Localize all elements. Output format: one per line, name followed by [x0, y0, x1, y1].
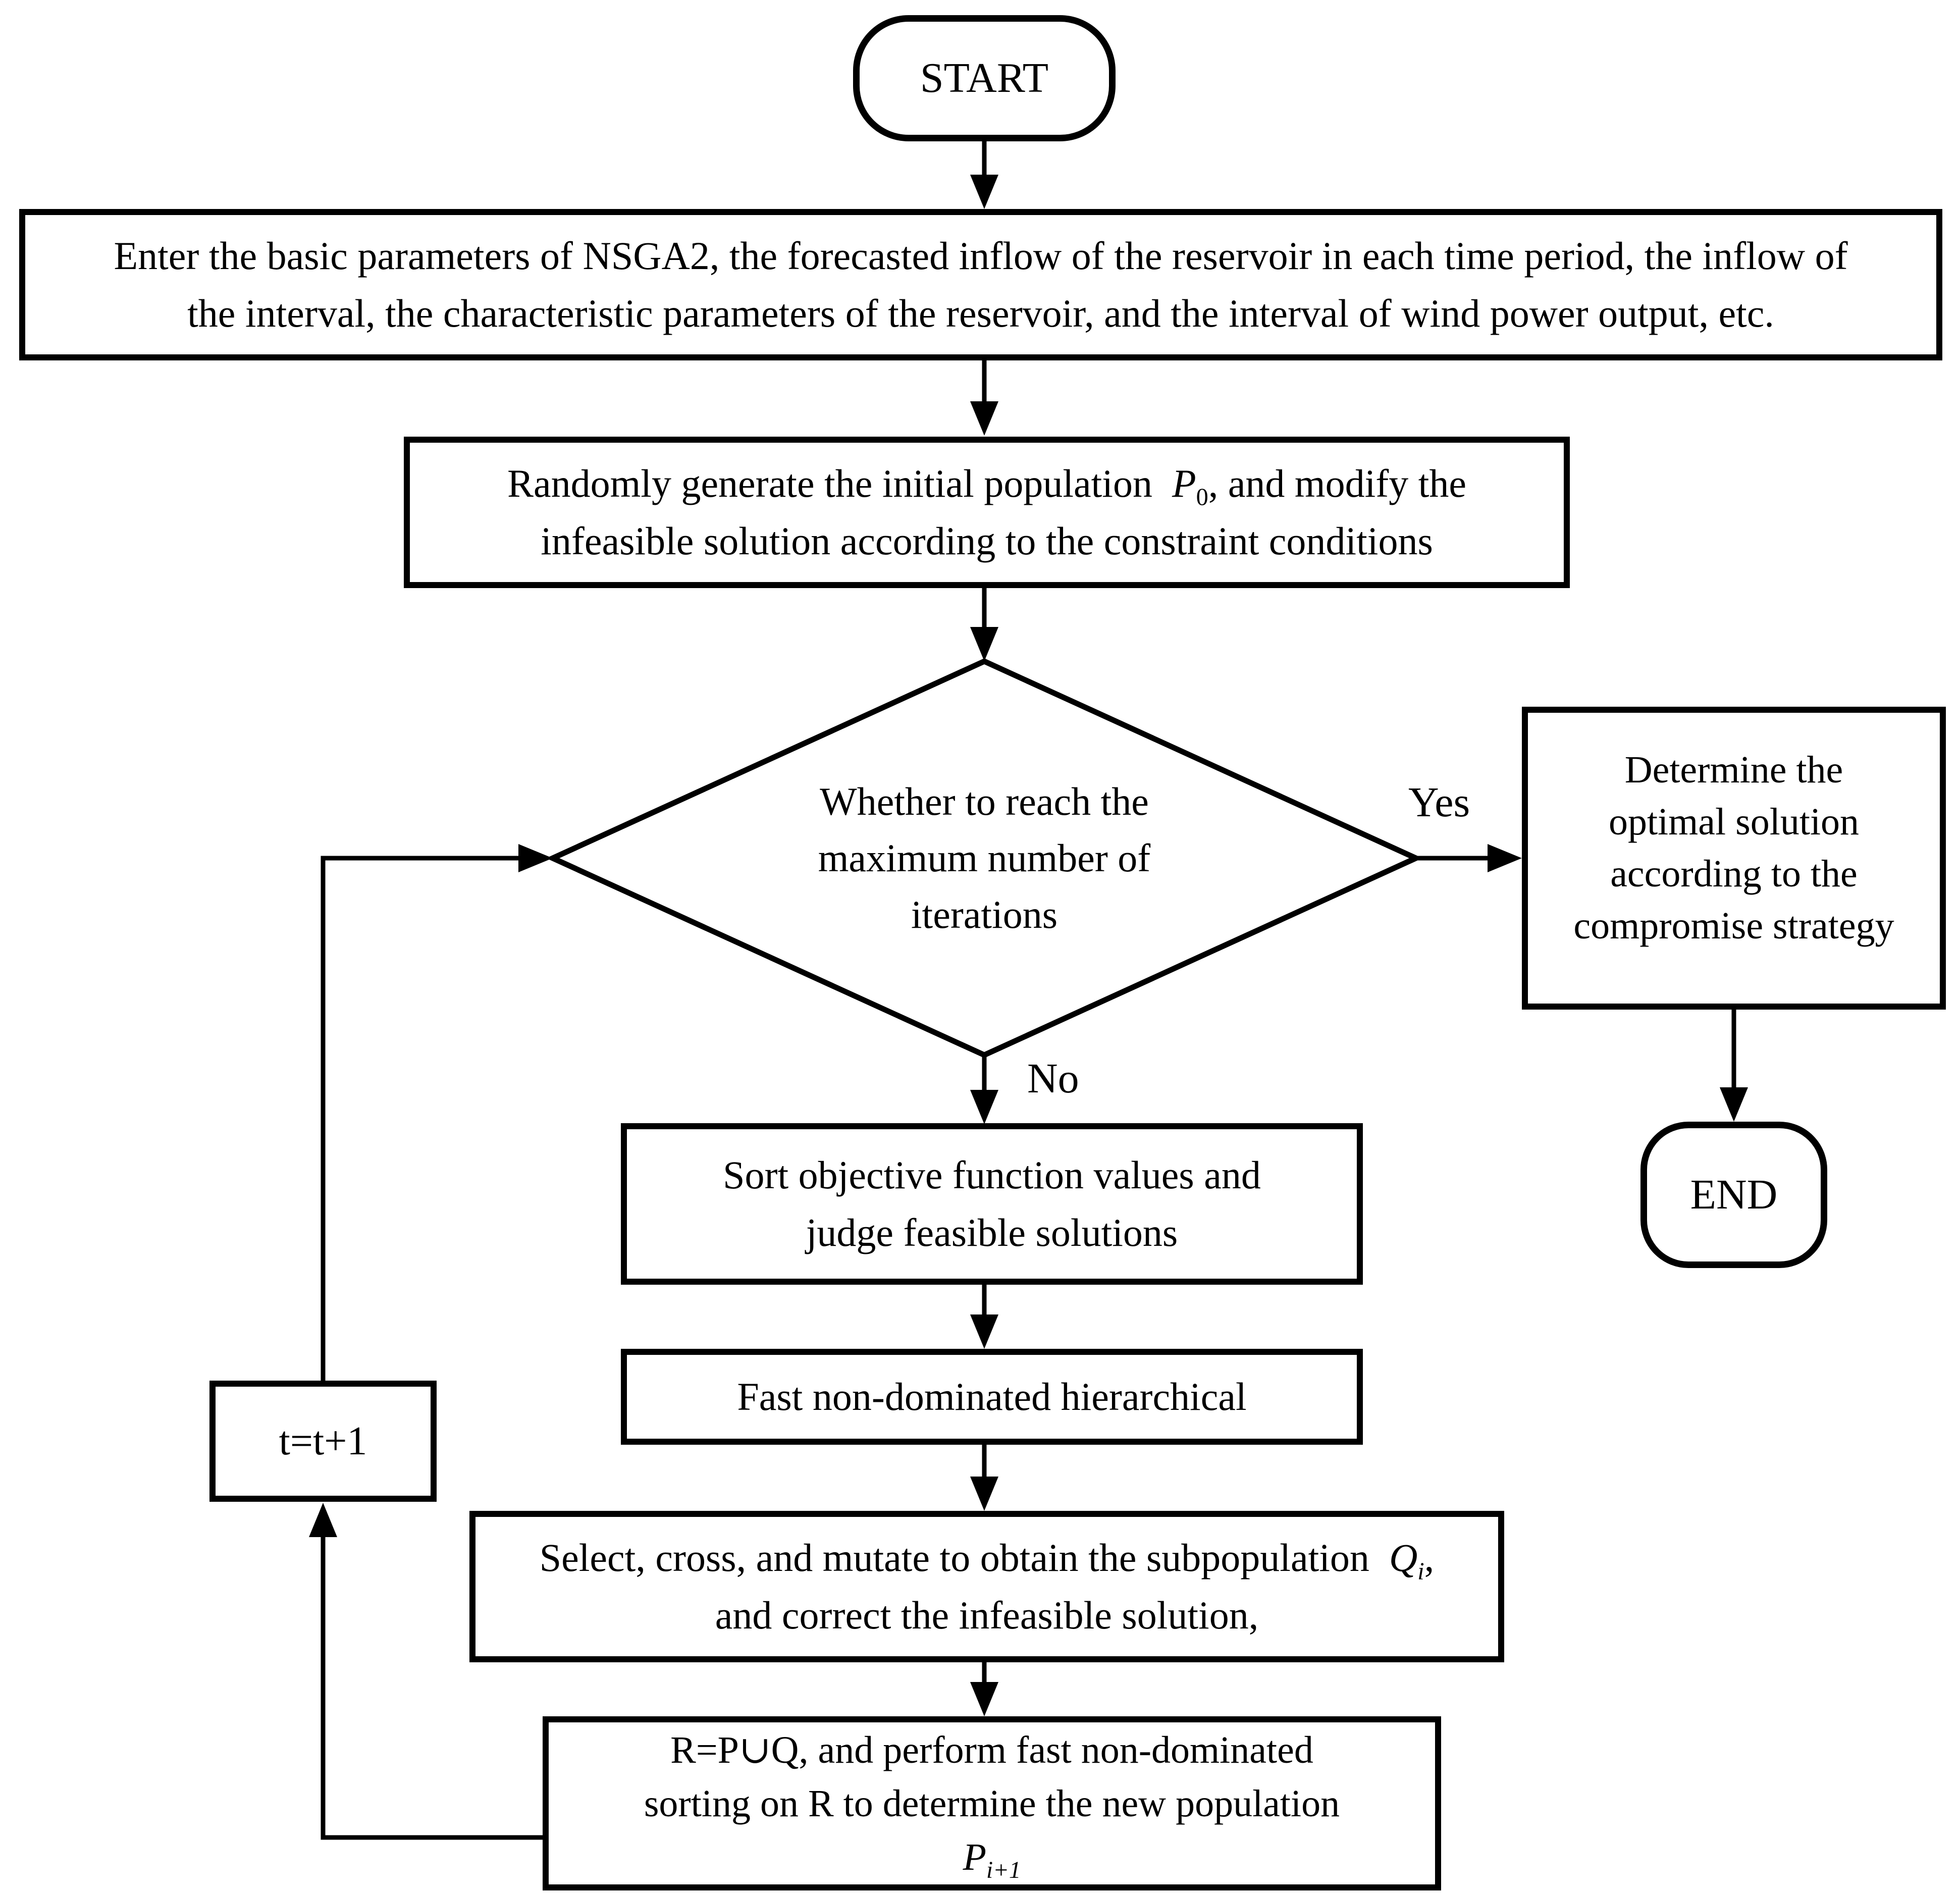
text-line: R=P∪Q, and perform fast non-dominated: [670, 1728, 1313, 1771]
text-line: Determine the: [1624, 749, 1843, 791]
text-line: sorting on R to determine the new popula…: [644, 1782, 1340, 1825]
process-increment-t: t=t+1: [209, 1381, 437, 1502]
branch-label-yes: Yes: [1408, 779, 1470, 826]
text-line: and correct the infeasible solution,: [715, 1593, 1259, 1637]
arrow-start-to-parameters: [970, 141, 998, 209]
arrow-no-to-sort: [970, 1055, 998, 1124]
arrow-merge-to-increment: [309, 1503, 543, 1840]
text-line: Whether to reach the: [820, 779, 1149, 823]
text-line: compromise strategy: [1573, 905, 1894, 947]
variable-p-i1: Pi+1: [963, 1835, 1021, 1882]
process-compromise-strategy: Determine the optimal solution according…: [1522, 707, 1946, 1010]
variable-symbol: Q: [1389, 1536, 1418, 1580]
text-line: iterations: [911, 892, 1058, 936]
arrow-mutate-to-merge: [970, 1662, 998, 1716]
text-line: Pi+1: [963, 1830, 1021, 1884]
text-line: Sort objective function values and: [723, 1153, 1261, 1197]
branch-label-no: No: [1027, 1055, 1079, 1102]
text-line: Fast non-dominated hierarchical: [737, 1375, 1247, 1418]
text-line: Randomly generate the initial population…: [507, 455, 1466, 512]
decision-max-iterations: Whether to reach the maximum number of i…: [747, 742, 1222, 974]
process-sort-objectives: Sort objective function values and judge…: [621, 1123, 1363, 1285]
variable-p0: P0: [1172, 461, 1208, 509]
arrow-population-to-decision: [970, 588, 998, 661]
arrow-parameters-to-population: [970, 360, 998, 436]
text-line: judge feasible solutions: [806, 1211, 1178, 1254]
start-label: START: [920, 55, 1049, 101]
variable-symbol: P: [963, 1835, 986, 1878]
process-merge-populations: R=P∪Q, and perform fast non-dominated so…: [543, 1716, 1441, 1890]
arrow-sort-to-hierarchical: [970, 1285, 998, 1349]
arrow-yes-to-compromise: [1416, 844, 1522, 872]
text-line: optimal solution: [1608, 801, 1860, 843]
variable-qi: Qi: [1389, 1536, 1424, 1584]
start-terminal: START: [853, 15, 1116, 141]
text-line: t=t+1: [279, 1419, 367, 1463]
process-enter-parameters: Enter the basic parameters of NSGA2, the…: [19, 209, 1942, 360]
text-segment: Select, cross, and mutate to obtain the …: [539, 1536, 1380, 1580]
end-label: END: [1690, 1171, 1778, 1218]
text-line: according to the: [1610, 853, 1858, 895]
arrow-hierarchical-to-mutate: [970, 1445, 998, 1511]
process-generate-population: Randomly generate the initial population…: [404, 437, 1570, 588]
variable-subscript: i+1: [986, 1857, 1021, 1883]
arrow-compromise-to-end: [1720, 1010, 1748, 1122]
variable-subscript: 0: [1196, 484, 1208, 511]
text-line: the interval, the characteristic paramet…: [187, 291, 1774, 335]
variable-subscript: i: [1417, 1558, 1424, 1585]
text-line: infeasible solution according to the con…: [541, 519, 1433, 563]
text-line: Enter the basic parameters of NSGA2, the…: [114, 234, 1848, 278]
process-select-cross-mutate: Select, cross, and mutate to obtain the …: [469, 1511, 1504, 1662]
text-segment: Randomly generate the initial population: [507, 461, 1162, 505]
process-fast-nondominated: Fast non-dominated hierarchical: [621, 1349, 1363, 1445]
arrow-increment-to-decision: [321, 844, 553, 1381]
end-terminal: END: [1640, 1122, 1827, 1268]
text-segment: , and modify the: [1208, 461, 1467, 505]
text-line: Select, cross, and mutate to obtain the …: [540, 1529, 1434, 1587]
text-line: maximum number of: [818, 836, 1151, 880]
text-segment: ,: [1424, 1536, 1435, 1580]
variable-symbol: P: [1172, 461, 1196, 505]
